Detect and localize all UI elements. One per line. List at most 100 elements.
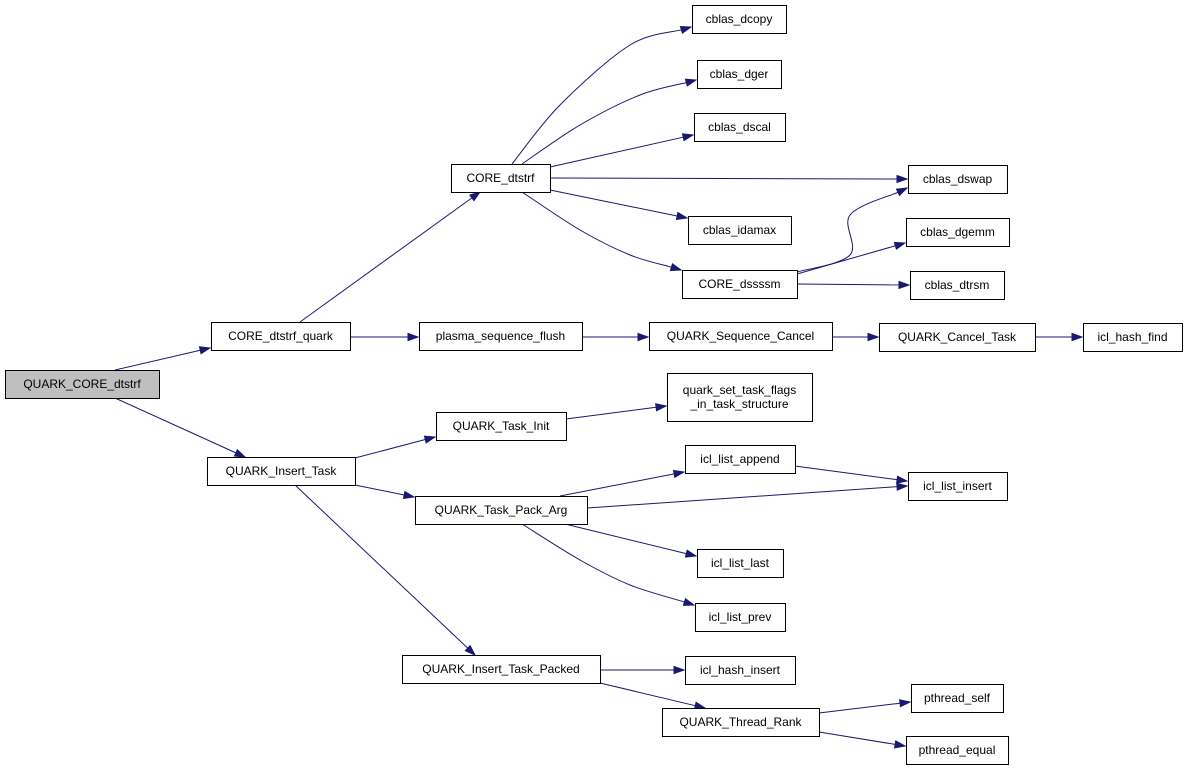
node-quark-set-task-flags[interactable]: quark_set_task_flags_in_task_structure (667, 373, 813, 422)
edge-core_dssssm-to-cblas_dgemm (796, 241, 907, 275)
arrowhead (675, 211, 689, 221)
node-label: pthread_self (924, 691, 991, 705)
edge-line (599, 682, 696, 707)
node-box (688, 216, 792, 245)
arrowhead (233, 448, 247, 458)
node-icl-list-insert[interactable]: icl_list_insert (908, 472, 1008, 501)
edge-line (586, 486, 898, 509)
edge-quark_cancel_task-to-icl_hash_find (1035, 332, 1084, 342)
node-icl-list-append[interactable]: icl_list_append (685, 445, 796, 474)
node-core-dtstrf-quark[interactable]: CORE_dtstrf_quark (211, 322, 351, 351)
node-box (697, 60, 782, 89)
node-icl-list-last[interactable]: icl_list_last (697, 549, 784, 578)
node-cblas-dger[interactable]: cblas_dger (697, 60, 782, 89)
node-box (402, 655, 601, 684)
node-label: cblas_dgemm (920, 225, 995, 239)
edge-line (114, 349, 201, 371)
edge-line (549, 189, 678, 217)
node-quark-sequence-cancel[interactable]: QUARK_Sequence_Cancel (649, 322, 833, 351)
node-label: icl_list_append (700, 452, 779, 466)
node-cblas-dscal[interactable]: cblas_dscal (694, 113, 786, 142)
node-quark-insert-task-packed[interactable]: QUARK_Insert_Task_Packed (402, 655, 601, 684)
node-pthread-self[interactable]: pthread_self (911, 684, 1004, 713)
node-icl-hash-find[interactable]: icl_hash_find (1083, 323, 1183, 352)
node-label: icl_list_insert (923, 479, 992, 493)
edge-line (521, 82, 687, 165)
nodes-layer: QUARK_CORE_dtstrfCORE_dtstrf_quarkQUARK_… (5, 5, 1183, 765)
edge-plasma_sequence_flush-to-quark_sequence_cancel (582, 332, 650, 342)
node-label: QUARK_Task_Init (453, 419, 550, 433)
node-label: CORE_dtstrf_quark (228, 329, 334, 343)
edge-line (559, 473, 675, 497)
node-label: QUARK_Thread_Rank (679, 715, 802, 729)
edges-layer (114, 25, 1084, 749)
edge-line (549, 136, 684, 168)
arrowhead (684, 549, 698, 558)
node-label: QUARK_Cancel_Task (898, 330, 1017, 344)
node-box (211, 322, 351, 351)
edge-line (796, 245, 896, 275)
arrowhead (198, 346, 212, 355)
node-box (1083, 323, 1183, 352)
node-label: pthread_equal (919, 743, 996, 757)
edge-root-to-quark_insert_task (114, 397, 247, 458)
edge-core_dtstrf-to-cblas_dscal (549, 133, 695, 168)
node-box (649, 322, 833, 351)
arrowhead (682, 597, 696, 606)
arrowhead (893, 740, 907, 749)
arrowhead (1071, 332, 1084, 342)
node-box (697, 549, 784, 578)
node-cblas-dswap[interactable]: cblas_dswap (908, 165, 1008, 194)
edge-line (565, 406, 657, 420)
arrowhead (469, 191, 482, 202)
arrowhead (896, 174, 909, 184)
node-cblas-dgemm[interactable]: cblas_dgemm (906, 218, 1010, 247)
edge-line (511, 29, 682, 165)
node-box (415, 496, 588, 525)
node-quark-task-init[interactable]: QUARK_Task_Init (436, 412, 567, 441)
edge-quark_sequence_cancel-to-quark_cancel_task (832, 332, 880, 342)
arrowhead (673, 665, 686, 675)
node-label: cblas_dtrsm (925, 278, 990, 292)
arrowhead (669, 263, 683, 272)
node-pthread-equal[interactable]: pthread_equal (906, 736, 1009, 765)
node-box (207, 457, 356, 486)
node-icl-hash-insert[interactable]: icl_hash_insert (685, 656, 796, 685)
node-icl-list-prev[interactable]: icl_list_prev (695, 603, 786, 632)
edge-root-to-core_dtstrf_quark (114, 346, 212, 371)
edge-core_dtstrf-to-cblas_dswap (549, 174, 909, 184)
arrowhead (423, 435, 437, 444)
node-label: cblas_dscal (708, 120, 771, 134)
node-box (911, 684, 1004, 713)
node-cblas-dcopy[interactable]: cblas_dcopy (692, 5, 787, 34)
arrowhead (402, 490, 416, 500)
edge-quark_insert_task_packed-to-icl_hash_insert (600, 665, 686, 675)
node-quark-cancel-task[interactable]: QUARK_Cancel_Task (879, 323, 1036, 352)
node-box (685, 445, 796, 474)
node-label: icl_list_prev (709, 610, 772, 624)
node-core-dtstrf[interactable]: CORE_dtstrf (451, 164, 551, 193)
node-label: icl_list_last (711, 556, 770, 570)
edge-icl_list_append-to-icl_list_insert (794, 465, 909, 484)
node-label: cblas_dcopy (706, 12, 773, 26)
edge-line (521, 191, 672, 268)
node-box (692, 5, 787, 34)
edge-core_dtstrf_quark-to-plasma_sequence_flush (350, 332, 420, 342)
node-quark-insert-task[interactable]: QUARK_Insert_Task (207, 457, 356, 486)
node-label: CORE_dtstrf (466, 171, 535, 185)
node-box (419, 322, 583, 351)
node-quark-thread-rank[interactable]: QUARK_Thread_Rank (662, 708, 820, 737)
node-quark-task-pack-arg[interactable]: QUARK_Task_Pack_Arg (415, 496, 588, 525)
arrowhead (672, 469, 686, 479)
node-plasma-sequence-flush[interactable]: plasma_sequence_flush (419, 322, 583, 351)
arrowhead (895, 187, 909, 197)
node-box (667, 373, 813, 422)
node-cblas-idamax[interactable]: cblas_idamax (688, 216, 792, 245)
edge-quark_task_pack_arg-to-icl_list_append (559, 469, 686, 497)
node-cblas-dtrsm[interactable]: cblas_dtrsm (910, 271, 1005, 300)
node-label: QUARK_CORE_dtstrf (23, 377, 141, 391)
node-root[interactable]: QUARK_CORE_dtstrf (5, 370, 160, 399)
edge-quark_insert_task_packed-to-quark_thread_rank (599, 682, 707, 710)
node-core-dssssm[interactable]: CORE_dssssm (682, 270, 798, 299)
